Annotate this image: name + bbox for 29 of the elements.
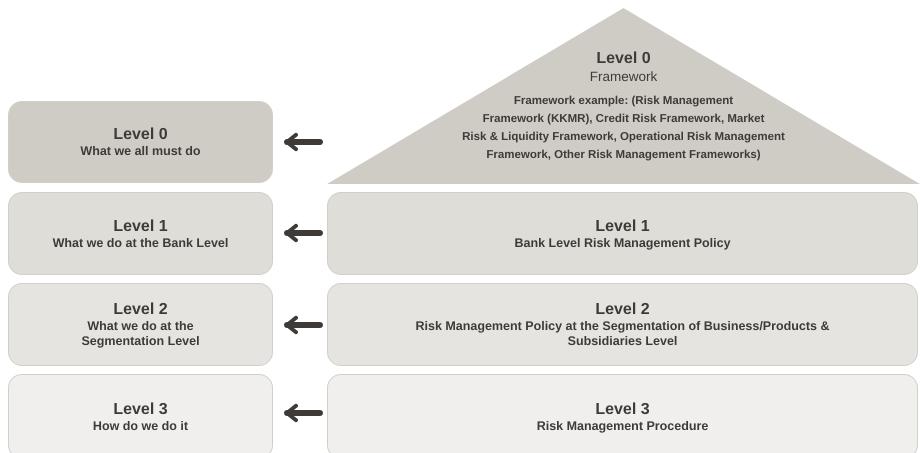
level-description: Risk Management Policy at the Segmentation of Business/Products & Subsidiaries Level	[414, 319, 830, 349]
level-description: What we all must do	[80, 144, 201, 159]
level-box	[8, 101, 273, 183]
triangle-shape	[327, 8, 920, 184]
level-heading: Level 1	[113, 216, 168, 236]
arrow	[284, 132, 323, 152]
level-box	[327, 283, 918, 366]
level-description: What we do at the Bank Level	[52, 236, 228, 250]
level-heading: Level 1	[595, 216, 650, 236]
level-description: What we do at the Segmentation Level	[80, 319, 201, 349]
level-heading: Level 2	[595, 300, 650, 319]
level-box	[8, 192, 273, 275]
level-heading: Level 3	[113, 400, 168, 418]
level-heading: Level 0	[113, 125, 168, 144]
level-heading: Level 0	[596, 50, 651, 67]
level-description: How do we do it	[92, 418, 188, 434]
arrow	[284, 224, 323, 242]
level-box	[327, 192, 918, 275]
arrow	[284, 404, 323, 422]
level-box	[8, 283, 273, 366]
level-description: Framework	[590, 69, 658, 84]
level-description: Risk Management Procedure	[536, 418, 708, 434]
level-description: Bank Level Risk Management Policy	[514, 236, 731, 250]
level-heading: Level 2	[113, 300, 168, 319]
arrow	[284, 316, 323, 334]
level-box	[327, 374, 918, 453]
description-text: Framework example: (Risk Management Framework (KKMR), Credit Risk Framework, Market Risk & Liquidity Framework, Operational Risk Management Framework, Other Risk Management Frameworks)	[462, 95, 785, 161]
level-box	[8, 374, 273, 453]
level-heading: Level 3	[595, 400, 650, 418]
